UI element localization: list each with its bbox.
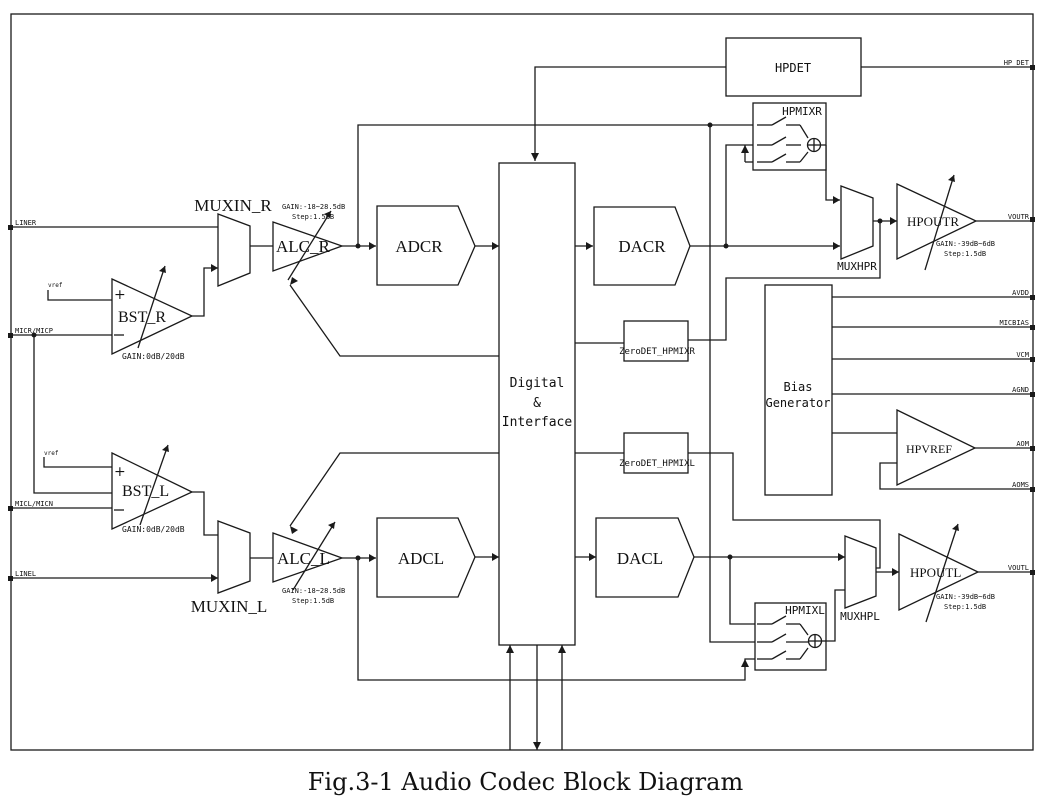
pin-liner-label: LINER	[15, 219, 37, 227]
dacl-label: DACL	[617, 549, 663, 568]
adcl-label: ADCL	[398, 549, 444, 568]
pin-micr-label: MICR/MICP	[15, 327, 53, 335]
hpoutl-label: HPOUTL	[910, 565, 961, 580]
hpdet-block	[725, 37, 862, 97]
hpmixr-block	[752, 102, 827, 171]
bias-label-line2: Generator	[765, 396, 830, 410]
arrowheads	[211, 145, 899, 750]
pin-vcm-label: VCM	[1016, 351, 1029, 359]
bst-r-plus: +	[114, 287, 126, 303]
digital-interface-block	[498, 162, 576, 646]
pin-agnd-label: AGND	[1012, 386, 1029, 394]
hpvref-label: HPVREF	[906, 442, 952, 456]
dacr-block	[593, 206, 691, 286]
alc-r-block	[272, 221, 344, 272]
hpoutl-block	[898, 532, 980, 612]
pin-micbias-label: MICBIAS	[999, 319, 1029, 327]
dacl-block	[595, 517, 695, 598]
digital-label-line3: Interface	[502, 415, 573, 430]
zerodet-hpmixl-label: ZeroDET_HPMIXL	[619, 459, 695, 469]
pin-voutl-label: VOUTL	[1008, 564, 1029, 572]
hpoutr-label: HPOUTR	[907, 214, 959, 229]
vref-l-label: vref	[44, 450, 59, 457]
muxin-r-block	[217, 213, 251, 287]
alc-r-gain-arrow	[287, 210, 332, 281]
pin-micl-label: MICL/MICN	[15, 500, 53, 508]
chip-boundary	[10, 13, 1034, 751]
hpoutr-step-text: Step:1.5dB	[944, 250, 986, 258]
bst-r-gain-text: GAIN:0dB/20dB	[122, 352, 185, 361]
pin-linel-label: LINEL	[15, 570, 36, 578]
hpoutr-gain-arrow	[924, 174, 955, 271]
hpmixl-switches	[757, 615, 826, 660]
pin-terminals	[8, 65, 1035, 581]
junction-dots	[31, 122, 883, 561]
zerodet-hpmixr-block	[623, 320, 689, 362]
muxin-r-label: MUXIN_R	[194, 196, 272, 215]
adcl-block	[376, 517, 476, 598]
figure-caption: Fig.3-1 Audio Codec Block Diagram	[307, 768, 744, 796]
hpoutl-gain-arrow	[925, 523, 959, 623]
hpmixr-label: HPMIXR	[782, 105, 822, 118]
bst-r-label: BST_R	[118, 309, 166, 326]
bst-l-gain-arrow	[139, 444, 169, 526]
dacr-label: DACR	[618, 237, 666, 256]
hpoutr-gain-text: GAIN:-39dB~6dB	[936, 240, 995, 248]
digital-label-line2: &	[533, 396, 541, 411]
alc-r-step-text: Step:1.5dB	[292, 213, 334, 221]
muxhpr-label: MUXHPR	[837, 260, 877, 273]
pin-hp-det-label: HP_DET	[1004, 59, 1030, 67]
pin-aom-label: AOM	[1016, 440, 1029, 448]
hpmixl-label: HPMIXL	[785, 604, 825, 617]
hpmixr-switches	[757, 116, 826, 163]
muxhpl-label: MUXHPL	[840, 610, 880, 623]
pin-avdd-label: AVDD	[1012, 289, 1029, 297]
zerodet-hpmixl-block	[623, 432, 689, 474]
adcr-label: ADCR	[395, 237, 443, 256]
zerodet-hpmixr-label: ZeroDET_HPMIXR	[619, 347, 695, 357]
bias-generator-block	[764, 284, 833, 496]
bias-label-line1: Bias	[784, 380, 813, 394]
vref-r-label: vref	[48, 282, 63, 289]
bst-r-gain-arrow	[137, 265, 166, 349]
muxin-l-label: MUXIN_L	[191, 597, 268, 616]
bst-l-label: BST_L	[122, 483, 169, 500]
alc-r-label: ALC_R	[276, 237, 331, 256]
hpdet-label: HPDET	[775, 61, 811, 75]
hpoutl-step-text: Step:1.5dB	[944, 603, 986, 611]
alc-l-gain-arrow	[292, 521, 336, 591]
bst-l-plus: +	[114, 464, 126, 480]
adcr-block	[376, 205, 476, 286]
muxhpl-block	[844, 535, 877, 609]
pin-aoms-label: AOMS	[1012, 481, 1029, 489]
hpoutr-block	[896, 182, 978, 261]
hpoutl-gain-text: GAIN:-39dB~6dB	[936, 593, 995, 601]
bst-l-gain-text: GAIN:0dB/20dB	[122, 525, 185, 534]
muxhpr-block	[840, 185, 874, 260]
pin-voutr-label: VOUTR	[1008, 213, 1030, 221]
signal-wires	[11, 66, 1030, 750]
bst-r-block	[111, 277, 194, 356]
alc-l-step-text: Step:1.5dB	[292, 597, 334, 605]
muxin-l-block	[217, 520, 251, 594]
alc-l-block	[272, 532, 344, 583]
digital-label-line1: Digital	[510, 376, 565, 391]
hpvref-block	[896, 408, 977, 487]
alc-l-label: ALC_L	[277, 549, 330, 568]
alc-l-gain-text: GAIN:-18~28.5dB	[282, 587, 345, 595]
alc-r-gain-text: GAIN:-18~28.5dB	[282, 203, 345, 211]
